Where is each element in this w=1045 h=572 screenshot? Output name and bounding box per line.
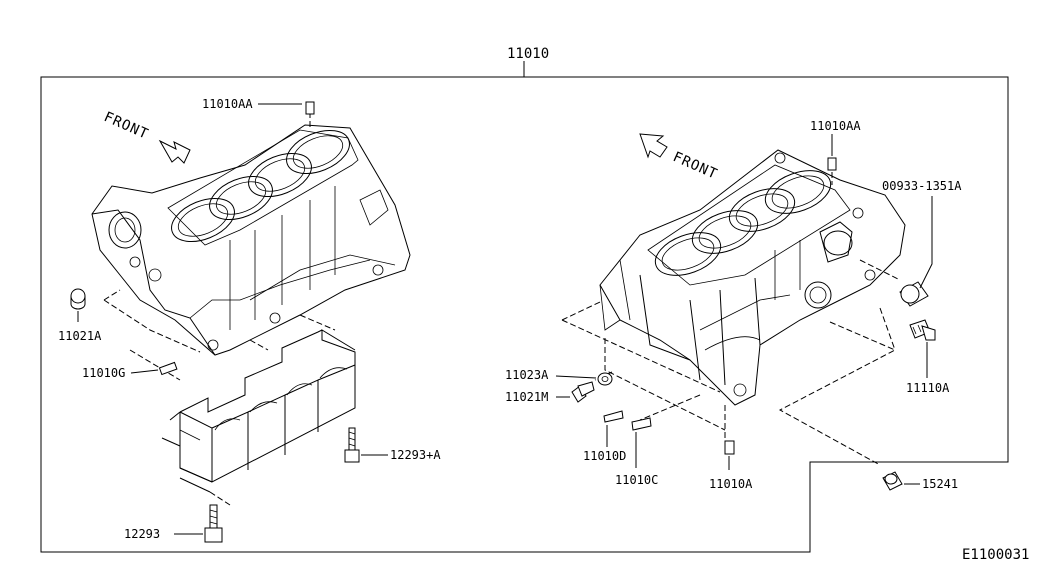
- part-dowel-11010G: [158, 361, 178, 376]
- assembly-frame: [40, 76, 1009, 553]
- part-label-11010C: 11010C: [615, 473, 658, 487]
- cylinder-block-right: [561, 149, 906, 466]
- cylinder-block-left: [91, 112, 411, 356]
- diagram-code: E1100031: [962, 547, 1029, 563]
- part-plug-15241: [882, 471, 903, 491]
- part-label-12293: 12293: [124, 527, 160, 541]
- part-dowel-11010C: [631, 417, 652, 431]
- part-label-00933-1351A: 00933-1351A: [882, 179, 962, 193]
- part-dowel-11010A: [724, 440, 735, 455]
- main-bearing-caps: [129, 329, 356, 506]
- front-indicator-left: FRONT: [101, 109, 191, 164]
- part-label-11010AA-right: 11010AA: [810, 119, 861, 133]
- part-dowel-11010AA-right: [827, 157, 837, 171]
- part-label-11010AA-left: 11010AA: [202, 97, 253, 111]
- part-dowel-11010D: [603, 410, 624, 423]
- part-bolt-12293-A: [344, 427, 360, 463]
- part-label-11010G: 11010G: [82, 366, 125, 380]
- part-label-12293-A: 12293+A: [390, 448, 441, 462]
- part-label-11023A: 11023A: [505, 368, 549, 382]
- part-label-11010D: 11010D: [583, 449, 626, 463]
- part-bolt-11021M: [571, 381, 595, 403]
- part-label-11110A: 11110A: [906, 381, 950, 395]
- part-plug-00933-1351A: [899, 281, 929, 307]
- part-label-11021A: 11021A: [58, 329, 102, 343]
- front-label-right: FRONT: [670, 149, 720, 183]
- part-label-15241: 15241: [922, 477, 958, 491]
- part-label-11010: 11010: [507, 46, 549, 62]
- part-dowel-11010AA-left: [305, 101, 315, 115]
- part-label-11010A: 11010A: [709, 477, 753, 491]
- part-bolt-12293: [204, 504, 223, 543]
- front-arrow-right-icon: [639, 133, 668, 159]
- front-arrow-left-icon: [158, 139, 191, 164]
- part-plug-11021A: [70, 288, 86, 310]
- part-washer-11023A: [597, 372, 613, 386]
- part-plug-11110A: [909, 319, 936, 341]
- front-label-left: FRONT: [101, 109, 151, 143]
- part-label-11021M: 11021M: [505, 390, 548, 404]
- front-indicator-right: FRONT: [639, 133, 720, 183]
